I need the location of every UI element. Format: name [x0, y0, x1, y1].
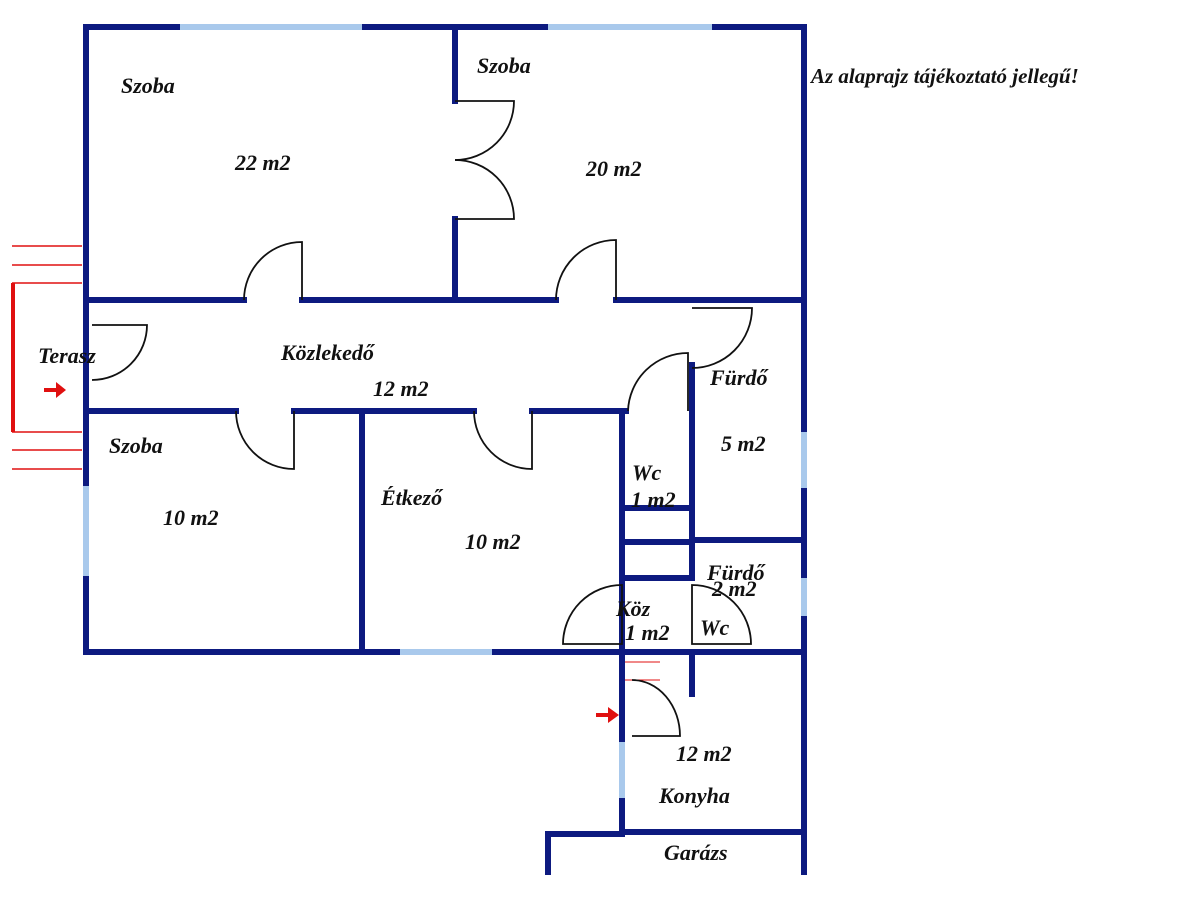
door-swing	[243, 241, 303, 301]
doors	[91, 100, 753, 737]
room-area: 1 m2	[625, 620, 670, 645]
door-swing	[473, 410, 533, 470]
room-name: Fürdő	[706, 560, 766, 585]
entrance-arrows	[44, 382, 619, 723]
arrow-right-icon	[596, 707, 619, 723]
disclaimer-note: Az alaprajz tájékoztató jellegű!	[809, 64, 1079, 88]
room-name: Köz	[615, 596, 651, 621]
arrow-right-icon	[44, 382, 66, 398]
room-area: 22 m2	[234, 150, 291, 175]
room-area: 2 m2	[711, 576, 757, 601]
room-name: Wc	[700, 615, 730, 640]
door-swing	[454, 159, 515, 220]
room-name: Wc	[632, 460, 662, 485]
door-swing	[627, 352, 689, 412]
door-swing	[555, 239, 617, 301]
door-swing	[631, 679, 681, 737]
windows	[83, 24, 807, 798]
room-area: 5 m2	[721, 431, 766, 456]
room-area: 12 m2	[373, 376, 429, 401]
room-name: Szoba	[477, 53, 531, 78]
door-swing	[691, 307, 753, 369]
door-swing	[454, 100, 515, 161]
room-labels: Szoba 22 m2 Szoba 20 m2 Az alaprajz tájé…	[38, 53, 1079, 865]
room-name: Közlekedő	[280, 340, 376, 365]
room-area: 10 m2	[163, 505, 219, 530]
room-name: Fürdő	[709, 365, 769, 390]
room-name: Terasz	[38, 343, 96, 368]
room-name: Garázs	[664, 840, 728, 865]
room-name: Szoba	[121, 73, 175, 98]
room-area: 20 m2	[585, 156, 642, 181]
terrace-railing	[11, 245, 660, 681]
door-swing	[691, 584, 752, 645]
door-swing	[91, 324, 148, 381]
door-swing	[562, 584, 623, 645]
room-name: Étkező	[380, 485, 444, 510]
door-swing	[235, 410, 295, 470]
room-area: 12 m2	[676, 741, 732, 766]
room-name: Konyha	[658, 783, 730, 808]
room-name: Szoba	[109, 433, 163, 458]
room-area: 10 m2	[465, 529, 521, 554]
room-area: 1 m2	[631, 487, 676, 512]
